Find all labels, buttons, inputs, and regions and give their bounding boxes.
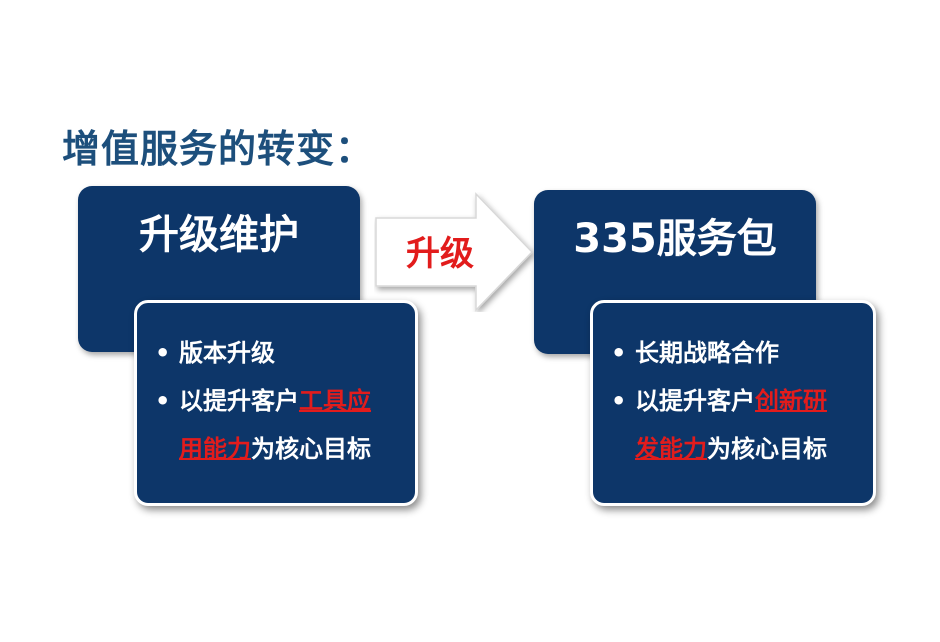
bullet-dot: • [611,387,627,415]
upgrade-maintenance-heading: 升级维护 [139,212,299,258]
bullet-dot: • [155,387,171,415]
highlight-text: 用能力 [179,435,251,463]
service-package-heading: 335服务包 [573,216,777,262]
arrow-label: 升级 [406,234,474,274]
list-item-text: 为核心目标 [707,435,827,463]
list-item: • 以提升客户创新研 发能力为核心目标 [611,377,857,473]
highlight-text: 工具应 [299,387,371,415]
list-item-text: 以提升客户 [635,387,755,415]
highlight-text: 发能力 [635,435,707,463]
list-item-text: 版本升级 [179,339,275,367]
list-item: • 版本升级 [155,329,399,377]
highlight-text: 创新研 [755,387,827,415]
list-item: • 以提升客户工具应 用能力为核心目标 [155,377,399,473]
slide-title: 增值服务的转变： [62,127,375,171]
list-item-text: 以提升客户 [179,387,299,415]
service-package-detail-box: • 长期战略合作 • 以提升客户创新研 发能力为核心目标 [590,300,876,506]
list-item-text: 为核心目标 [251,435,371,463]
list-item: • 长期战略合作 [611,329,857,377]
upgrade-maintenance-detail-box: • 版本升级 • 以提升客户工具应 用能力为核心目标 [134,300,418,506]
bullet-dot: • [611,339,627,367]
right-arrow-icon [375,192,534,312]
bullet-dot: • [155,339,171,367]
list-item-text: 长期战略合作 [635,339,779,367]
